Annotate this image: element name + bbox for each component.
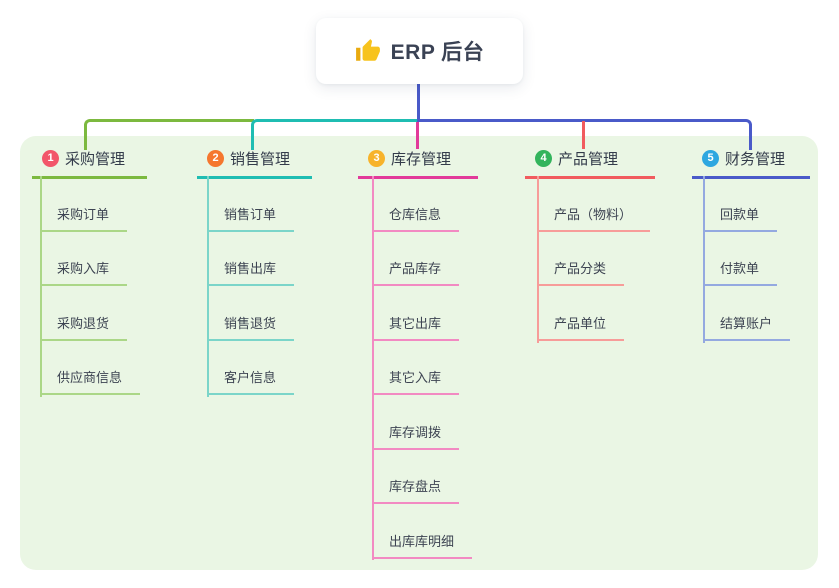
child-node[interactable]: 其它出库 (372, 286, 460, 341)
branch-title: 产品管理 (558, 151, 619, 168)
branch-header-finance[interactable]: 5 财务管理 (692, 148, 810, 179)
child-node[interactable]: 付款单 (703, 232, 778, 286)
branch-child-line (207, 176, 209, 397)
branch-child-line (40, 176, 42, 397)
child-node[interactable]: 销售退货 (207, 286, 295, 341)
child-node[interactable]: 客户信息 (207, 341, 295, 395)
branch-child-line (372, 176, 374, 560)
branch-number-badge: 3 (368, 150, 385, 167)
branch1-connector-line (84, 119, 254, 150)
branch-title: 销售管理 (230, 151, 291, 168)
child-node[interactable]: 其它入库 (372, 341, 460, 395)
child-node[interactable]: 采购订单 (40, 177, 128, 232)
child-node[interactable]: 供应商信息 (40, 341, 141, 395)
branch5-connector-line (417, 119, 752, 150)
branch-children: 采购订单 采购入库 采购退货 供应商信息 (30, 177, 141, 395)
branch-title: 库存管理 (391, 151, 452, 168)
branch-header-sales[interactable]: 2 销售管理 (197, 148, 312, 179)
branch-header-product[interactable]: 4 产品管理 (525, 148, 655, 179)
child-node[interactable]: 库存调拨 (372, 395, 460, 450)
branch4-connector-line (582, 121, 585, 149)
child-node[interactable]: 产品（物料） (537, 177, 651, 232)
branch-children: 仓库信息 产品库存 其它出库 其它入库 库存调拨 库存盘点 出库库明细 (356, 177, 473, 559)
branch3-connector-line (416, 122, 419, 149)
child-node[interactable]: 出库库明细 (372, 504, 473, 559)
child-node[interactable]: 产品库存 (372, 232, 460, 286)
child-node[interactable]: 销售出库 (207, 232, 295, 286)
root-node-label: ERP 后台 (390, 41, 485, 64)
branch-children: 回款单 付款单 结算账户 (690, 177, 791, 341)
branch-number-badge: 1 (42, 150, 59, 167)
branch-child-line (537, 176, 539, 343)
branch-number-badge: 4 (535, 150, 552, 167)
mindmap-panel (20, 136, 818, 570)
branch-children: 销售订单 销售出库 销售退货 客户信息 (195, 177, 295, 395)
child-node[interactable]: 结算账户 (703, 286, 791, 341)
child-node[interactable]: 产品单位 (537, 286, 625, 341)
branch-title: 财务管理 (725, 151, 786, 168)
branch-child-line (703, 176, 705, 343)
child-node[interactable]: 采购退货 (40, 286, 128, 341)
branch-number-badge: 2 (207, 150, 224, 167)
root-connector-line (417, 83, 420, 122)
child-node[interactable]: 仓库信息 (372, 177, 460, 232)
child-node[interactable]: 采购入库 (40, 232, 128, 286)
branch2-connector-line (251, 119, 419, 150)
branch-title: 采购管理 (65, 151, 126, 168)
child-node[interactable]: 库存盘点 (372, 450, 460, 504)
child-node[interactable]: 销售订单 (207, 177, 295, 232)
branch-header-inventory[interactable]: 3 库存管理 (358, 148, 478, 179)
thumbs-up-icon (355, 38, 381, 64)
child-node[interactable]: 回款单 (703, 177, 778, 232)
branch-children: 产品（物料） 产品分类 产品单位 (523, 177, 651, 341)
child-node[interactable]: 产品分类 (537, 232, 625, 286)
branch-header-purchase[interactable]: 1 采购管理 (32, 148, 147, 179)
root-node[interactable]: ERP 后台 (316, 18, 523, 84)
branch-number-badge: 5 (702, 150, 719, 167)
